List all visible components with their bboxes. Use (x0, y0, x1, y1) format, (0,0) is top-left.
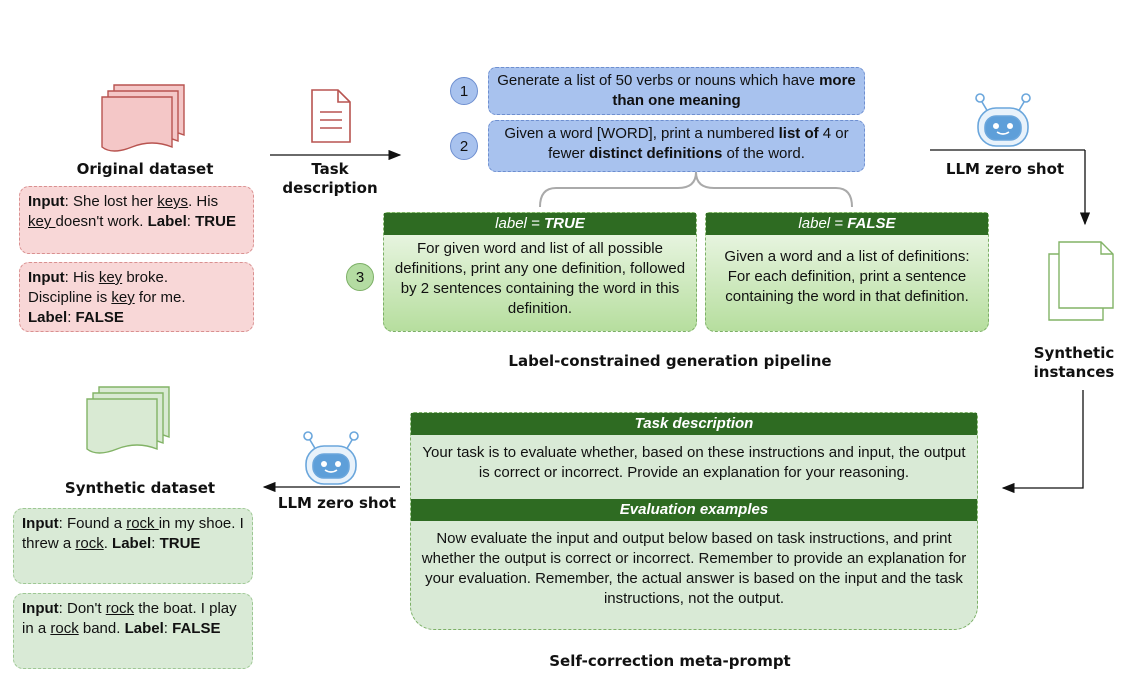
stacked-documents-red-icon (101, 84, 185, 152)
stacked-documents-green-icon (86, 386, 170, 454)
document-icon (311, 89, 351, 143)
instances-to-meta-arrow (1001, 390, 1084, 494)
brace (539, 171, 853, 208)
synthetic-dataset-title: Synthetic dataset (64, 479, 216, 497)
robot-icon (975, 93, 1031, 147)
stacked-documents-green-icon (1048, 241, 1114, 321)
step-2-badge: 2 (450, 132, 478, 160)
synthetic-example-2: Input: Don't rock the boat. I play in a … (13, 593, 253, 669)
label-false-body: Given a word and a list of definitions: … (724, 248, 970, 305)
meta-task-description-body: Your task is to evaluate whether, based … (422, 444, 966, 481)
label-true-header: label = TRUE (384, 213, 696, 235)
original-example-2: Input: His key broke. Discipline is key … (19, 262, 254, 332)
meta-task-description-header: Task description (411, 413, 977, 435)
llm-zero-shot-top: LLM zero shot (945, 160, 1065, 178)
meta-evaluation-examples-header: Evaluation examples (411, 499, 977, 521)
label-false-panel: label = FALSE Given a word and a list of… (705, 212, 989, 332)
step-3-badge: 3 (346, 263, 374, 291)
label-true-body: For given word and list of all possible … (394, 240, 686, 317)
meta-prompt-panel: Task description Your task is to evaluat… (410, 412, 978, 630)
label-true-panel: label = TRUE For given word and list of … (383, 212, 697, 332)
synthetic-example-1: Input: Found a rock in my shoe. I threw … (13, 508, 253, 584)
original-example-1: Input: She lost her keys. His key doesn'… (19, 186, 254, 254)
meta-prompt-title: Self-correction meta-prompt (549, 652, 791, 670)
step-1-box: Generate a list of 50 verbs or nouns whi… (488, 67, 865, 115)
pipeline-title: Label-constrained generation pipeline (508, 352, 832, 370)
step-1-badge: 1 (450, 77, 478, 105)
step-2-box: Given a word [WORD], print a numbered li… (488, 120, 865, 172)
label-false-header: label = FALSE (706, 213, 988, 235)
llm-zero-shot-bottom: LLM zero shot (277, 494, 397, 512)
meta-evaluation-examples-body: Now evaluate the input and output below … (421, 530, 967, 607)
robot-icon (303, 431, 359, 485)
original-dataset-title: Original dataset (76, 160, 214, 178)
